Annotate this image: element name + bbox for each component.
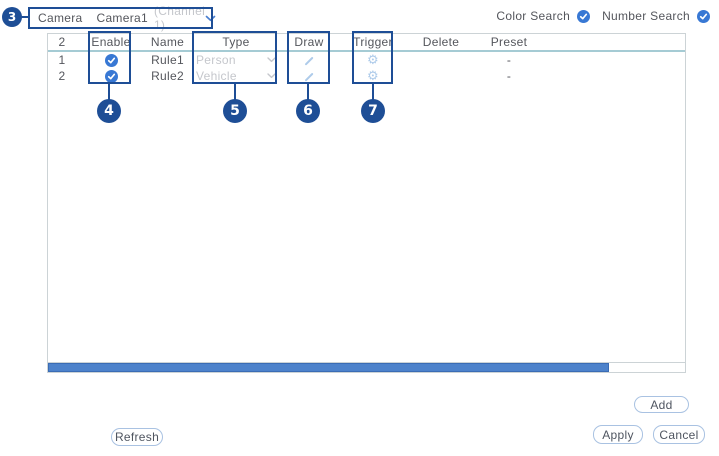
preset-value: -: [506, 69, 512, 83]
pencil-icon[interactable]: [303, 55, 315, 67]
search-toggles: Color Search Number Search: [496, 9, 710, 23]
gear-icon[interactable]: ⚙: [367, 69, 379, 84]
header-delete: Delete: [411, 34, 471, 52]
scrollbar-thumb[interactable]: [48, 363, 609, 372]
camera-label: Camera: [38, 11, 83, 25]
rules-table: 2 Enable Name Type Draw Trigger Delete P…: [47, 33, 686, 373]
pencil-icon[interactable]: [303, 71, 315, 83]
enable-check-icon[interactable]: [104, 70, 118, 84]
apply-button[interactable]: Apply: [593, 425, 643, 444]
camera-value: Camera1: [96, 11, 148, 25]
callout-stem: [20, 16, 29, 18]
callout-badge-3: 3: [2, 7, 22, 27]
table-row: 1 Rule1 Person ⚙ -: [48, 51, 685, 68]
check-circle-icon[interactable]: [577, 9, 591, 23]
delete-cell: [411, 51, 471, 68]
header-preset: Preset: [471, 34, 547, 52]
number-search-label: Number Search: [602, 9, 690, 23]
preset-value: -: [506, 53, 512, 67]
row-index: 2: [58, 69, 66, 83]
header-trigger: Trigger: [335, 34, 411, 52]
chevron-down-icon: [267, 73, 276, 79]
camera-select[interactable]: Camera Camera1 (Channel 1): [30, 4, 216, 32]
header-enable: Enable: [76, 34, 146, 52]
header-name: Name: [146, 34, 189, 52]
header-draw: Draw: [283, 34, 335, 52]
row-index: 1: [58, 53, 66, 67]
rule-name: Rule2: [151, 69, 184, 83]
rule-name: Rule1: [151, 53, 184, 67]
cancel-button[interactable]: Cancel: [653, 425, 705, 444]
type-select[interactable]: Vehicle: [196, 69, 276, 83]
delete-cell: [411, 68, 471, 84]
color-search-label: Color Search: [496, 9, 571, 23]
enable-check-icon[interactable]: [104, 54, 118, 68]
color-search-toggle[interactable]: Color Search: [496, 9, 591, 23]
rule-count: 2: [48, 34, 76, 52]
add-button[interactable]: Add: [634, 396, 689, 413]
horizontal-scrollbar[interactable]: [48, 362, 685, 372]
number-search-toggle[interactable]: Number Search: [602, 9, 710, 23]
chevron-down-icon: [205, 15, 216, 22]
refresh-button[interactable]: Refresh: [111, 428, 163, 446]
check-circle-icon[interactable]: [697, 9, 710, 23]
camera-channel: (Channel 1): [153, 4, 206, 32]
header-type: Type: [189, 34, 283, 52]
gear-icon[interactable]: ⚙: [367, 53, 379, 68]
table-row: 2 Rule2 Vehicle ⚙ -: [48, 68, 685, 84]
type-select[interactable]: Person: [196, 53, 276, 67]
chevron-down-icon: [267, 57, 276, 63]
table-header-row: 2 Enable Name Type Draw Trigger Delete P…: [48, 34, 685, 52]
